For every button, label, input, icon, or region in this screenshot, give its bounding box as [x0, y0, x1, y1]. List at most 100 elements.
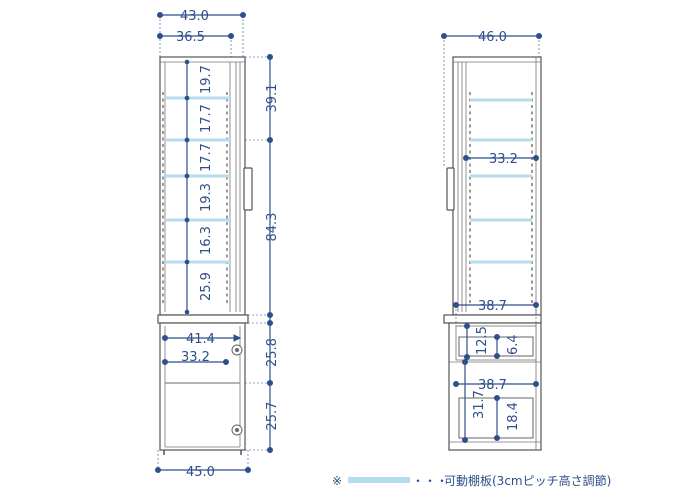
shelf-hole	[226, 222, 228, 225]
shelf-hole	[162, 92, 164, 95]
shelf-spacing-label: 19.3	[199, 183, 214, 212]
legend-mark: ※	[332, 474, 342, 488]
shelf-hole	[162, 235, 164, 238]
shelf-spacing-label: 19.7	[199, 65, 214, 94]
shelf-spacing-label: 17.7	[199, 104, 214, 133]
shelf-hole	[469, 92, 471, 95]
shelf-hole	[531, 105, 533, 108]
legend-shelf-swatch	[348, 477, 410, 483]
shelf-hole	[162, 124, 164, 128]
shelf	[470, 218, 532, 222]
shelf-hole	[226, 235, 228, 238]
shelf-hole	[162, 300, 164, 303]
shelf-hole	[531, 196, 533, 199]
shelf-hole	[531, 287, 533, 290]
shelf-hole	[162, 183, 164, 186]
shelf-hole	[162, 163, 164, 167]
legend: ※ ・・・ 可動棚板(3cmピッチ高さ調節)	[332, 473, 611, 488]
dim-endpoint	[184, 309, 190, 315]
dim-endpoint	[184, 137, 190, 143]
shelf-hole	[531, 280, 533, 284]
dim-endpoint	[184, 217, 190, 223]
shelf-hole	[162, 176, 164, 180]
shelf-spacing-label: 17.7	[199, 143, 214, 172]
shelf-hole	[531, 118, 533, 121]
shelf-hole	[226, 287, 228, 290]
shelf-hole	[469, 222, 471, 225]
height-label: 25.8	[265, 338, 280, 367]
shelf-hole	[469, 131, 471, 134]
shelf-spacing-label: 25.9	[199, 272, 214, 301]
shelf	[165, 218, 230, 222]
shelf-hole	[531, 176, 533, 180]
shelf-hole	[162, 118, 164, 121]
shelf-hole	[469, 124, 471, 128]
height-label: 84.3	[265, 213, 280, 242]
shelf-hole	[469, 274, 471, 277]
shelf-hole	[162, 248, 164, 251]
shelf-hole	[226, 118, 228, 121]
shelf-hole	[469, 267, 471, 271]
side-dimensions	[441, 33, 542, 443]
middle-base-band	[157, 314, 249, 324]
shelf-hole	[469, 150, 471, 154]
shelf-hole	[226, 105, 228, 108]
shelf-hole	[469, 254, 471, 258]
shelf-hole	[531, 241, 533, 245]
shelf-spacing-label: 16.3	[199, 226, 214, 255]
shelf-hole	[226, 176, 228, 180]
shelf-hole	[226, 196, 228, 199]
legend-text: 可動棚板(3cmピッチ高さ調節)	[444, 473, 611, 488]
shelf-hole	[162, 98, 164, 102]
shelf-hole	[226, 241, 228, 245]
shelf-hole	[162, 228, 164, 232]
shelf-hole	[469, 105, 471, 108]
shelf-hole	[469, 170, 471, 173]
shelf-hole	[162, 209, 164, 212]
upper-cabinet-outline	[159, 56, 246, 316]
shelf-hole	[226, 254, 228, 258]
shelf-hole	[531, 215, 533, 219]
shelf-hole	[226, 144, 228, 147]
shelf-hole	[162, 144, 164, 147]
shelf-hole	[469, 300, 471, 303]
shelf-hole	[531, 267, 533, 271]
shelf-hole	[226, 209, 228, 212]
shelf-hole	[162, 293, 164, 297]
shelf-hole	[469, 293, 471, 297]
shelf-hole	[531, 209, 533, 212]
shelf-hole	[226, 274, 228, 277]
shelf-hole	[162, 202, 164, 206]
lower-cabinet-outline	[159, 322, 246, 451]
shelf-hole	[469, 235, 471, 238]
shelf-hole	[469, 202, 471, 206]
shelf-hole	[469, 118, 471, 121]
legend-dots: ・・・	[412, 474, 448, 488]
front-lower-shelf-depth-label: 33.2	[181, 350, 210, 365]
shelf-hole	[469, 163, 471, 167]
side-width-label: 46.0	[478, 30, 507, 45]
shelf	[470, 138, 532, 142]
shelf-hole	[226, 202, 228, 206]
front-width-inner-label: 36.5	[176, 30, 205, 45]
shelf-hole	[531, 144, 533, 147]
shelf-hole	[226, 131, 228, 134]
shelf-hole	[469, 183, 471, 186]
shelf-hole	[531, 170, 533, 173]
shelf-hole	[531, 124, 533, 128]
shelf-hole	[226, 300, 228, 303]
shelf-hole	[226, 293, 228, 297]
shelf-hole	[531, 183, 533, 186]
hinge	[231, 424, 243, 436]
dim-endpoint	[184, 95, 190, 101]
door-handle	[243, 167, 253, 211]
side-middle-band	[443, 314, 542, 324]
lower-height-label: 31.7	[472, 390, 487, 419]
height-label: 39.1	[265, 84, 280, 113]
dim-endpoint	[184, 59, 190, 65]
lower-inner-height-label: 18.4	[506, 402, 521, 431]
shelf-hole	[226, 92, 228, 95]
shelf-hole	[469, 228, 471, 232]
shelf-hole	[469, 176, 471, 180]
shelf-hole	[226, 98, 228, 102]
